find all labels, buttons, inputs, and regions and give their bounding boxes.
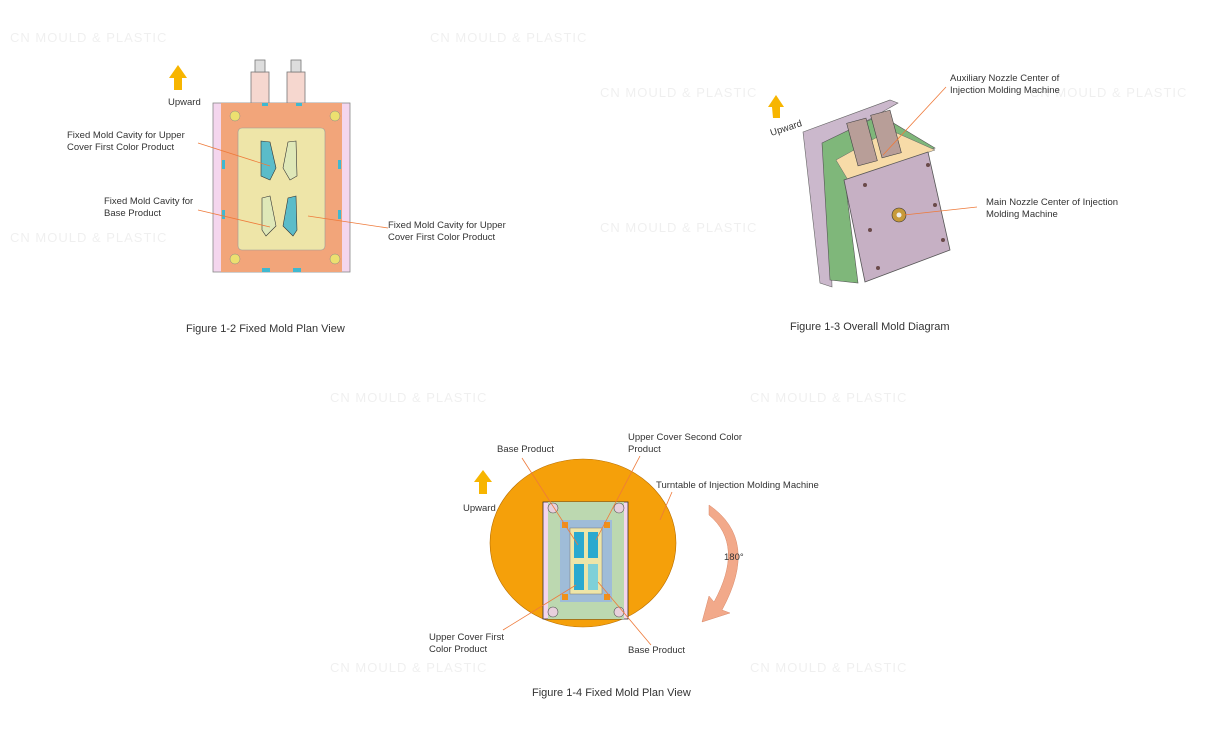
nozzle <box>250 71 270 105</box>
callout-line: Fixed Mold Cavity for Upper <box>388 220 506 231</box>
callout-upper-cover-cavity: Fixed Mold Cavity for Upper Cover First … <box>67 130 185 154</box>
callout-base-cavity: Fixed Mold Cavity for Base Product <box>104 196 193 220</box>
callout-turntable: Turntable of Injection Molding Machine <box>656 480 819 491</box>
cavity <box>282 140 298 181</box>
callout-line: Upper Cover Second Color <box>628 432 743 443</box>
watermark: CN MOULD & PLASTIC <box>600 220 758 235</box>
figure-1-2-drawing <box>169 59 389 273</box>
callout-line: Main Nozzle Center of Injection <box>986 197 1119 208</box>
nozzle <box>846 117 878 167</box>
figure-1-4-drawing <box>474 455 739 646</box>
callout-line: Upper Cover First <box>429 632 504 643</box>
watermark: CN MOULD & PLASTIC <box>600 85 758 100</box>
leader-line <box>903 206 978 216</box>
callout-line: Cover First Color Product <box>388 232 496 243</box>
nozzle <box>286 71 306 105</box>
callout-auxiliary-nozzle: Auxiliary Nozzle Center of Injection Mol… <box>950 73 1060 97</box>
callout-line: Fixed Mold Cavity for Upper <box>67 130 185 141</box>
watermark: CN MOULD & PLASTIC <box>10 230 168 245</box>
cavity-plate <box>237 127 326 251</box>
callout-line: Molding Machine <box>986 209 1058 220</box>
callout-base-product-bottom: Base Product <box>628 645 686 656</box>
leader-line <box>197 142 271 167</box>
figure-1-3-drawing <box>768 86 978 288</box>
upward-arrow-icon <box>768 95 784 118</box>
callout-line: Injection Molding Machine <box>950 85 1060 96</box>
upward-arrow-icon <box>169 65 187 90</box>
watermark: CN MOULD & PLASTIC <box>10 30 168 45</box>
upward-label: Upward <box>168 97 201 108</box>
leader-line <box>597 581 652 646</box>
callout-first-color: Upper Cover First Color Product <box>429 632 504 656</box>
upward-label: Upward <box>463 503 496 514</box>
leader-line <box>659 491 673 521</box>
callout-line: Auxiliary Nozzle Center of <box>950 73 1060 84</box>
leader-line <box>521 457 579 546</box>
callout-main-nozzle: Main Nozzle Center of Injection Molding … <box>986 197 1118 221</box>
callout-line: Color Product <box>429 644 488 655</box>
callout-base-product-top: Base Product <box>497 444 555 455</box>
figure-caption: Figure 1-4 Fixed Mold Plan View <box>532 687 691 699</box>
figure-caption: Figure 1-2 Fixed Mold Plan View <box>186 323 345 335</box>
callout-upper-cover-cavity-right: Fixed Mold Cavity for Upper Cover First … <box>388 220 506 244</box>
leader-line <box>882 86 947 156</box>
callout-line: Base Product <box>104 208 162 219</box>
leader-line <box>307 215 389 229</box>
callout-second-color: Upper Cover Second Color Product <box>628 432 742 456</box>
rotation-label: 180° <box>724 552 744 563</box>
leader-line <box>502 584 577 631</box>
watermark: CN MOULD & PLASTIC <box>750 390 908 405</box>
watermark: CN MOULD & PLASTIC <box>330 660 488 675</box>
upward-arrow-icon <box>474 470 492 494</box>
cavity <box>282 195 298 237</box>
callout-line: Product <box>628 444 661 455</box>
leader-line <box>197 209 271 228</box>
watermark: CN MOULD & PLASTIC <box>1030 85 1188 100</box>
watermark: CN MOULD & PLASTIC <box>750 660 908 675</box>
watermark: CN MOULD & PLASTIC <box>430 30 588 45</box>
leader-line <box>595 455 641 541</box>
callout-line: Cover First Color Product <box>67 142 175 153</box>
figure-caption: Figure 1-3 Overall Mold Diagram <box>790 321 950 333</box>
watermark: CN MOULD & PLASTIC <box>330 390 488 405</box>
callout-line: Fixed Mold Cavity for <box>104 196 194 207</box>
cavity <box>260 140 277 181</box>
nozzle <box>870 109 902 159</box>
rotation-arrow-icon <box>701 504 739 623</box>
